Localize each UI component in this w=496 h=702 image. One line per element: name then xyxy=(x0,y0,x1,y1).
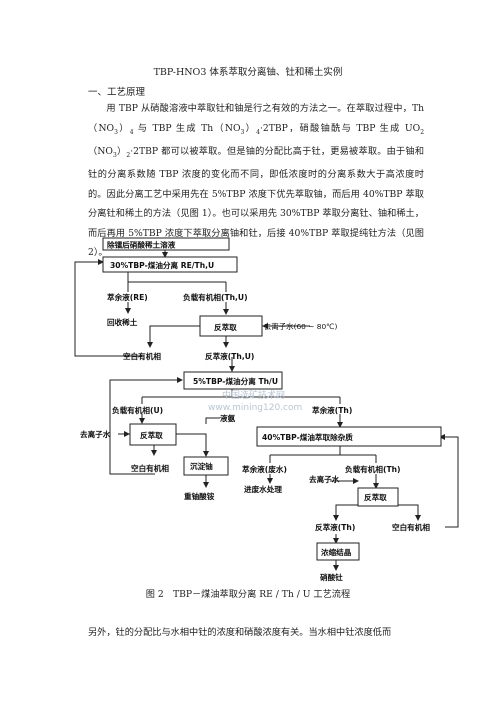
strip3-box xyxy=(357,487,399,507)
raffinate2-label: 萃余液(Th) xyxy=(312,405,352,415)
watermark-cn: 中国选矿技术网 xyxy=(222,389,285,401)
water3-label: 去离子水 xyxy=(309,474,340,484)
raffinate1-label: 萃余液(RE) xyxy=(107,292,148,302)
precip-label: 沉淀铀 xyxy=(190,461,213,471)
strip2-box xyxy=(129,423,177,446)
loaded-organic1-label: 负载有机相(Th,U) xyxy=(183,292,248,302)
stage1-label: 30%TBP-煤油分离 RE/Th,U xyxy=(110,260,214,270)
loaded-organic3-label: 负载有机相(Th) xyxy=(345,464,401,474)
strip2-label: 反萃取 xyxy=(140,430,163,440)
stage2-box xyxy=(183,371,283,390)
footer-paragraph: 另外，钍的分配比与水相中钍的浓度和硝酸浓度有关。当水相中钍浓度低而 xyxy=(88,627,392,638)
feed-box xyxy=(102,237,230,251)
blank-organic1-label: 空白有机相 xyxy=(123,351,161,361)
loaded-organic2-label: 负载有机相(U) xyxy=(112,405,163,415)
document-title: TBP-HNO3 体系萃取分离铀、钍和稀土实例 xyxy=(153,67,343,78)
adu-label: 重铀酸铵 xyxy=(184,491,215,501)
waste-treatment-label: 进废水处理 xyxy=(244,484,282,494)
stage2-label: 5%TBP-煤油分离 Th/U xyxy=(193,376,278,386)
watermark-url: www.mining120.com xyxy=(208,403,302,413)
water2-label: 去离子水 xyxy=(80,429,111,439)
recover-re-label: 回收稀土 xyxy=(107,317,138,327)
strip1-label: 反萃取 xyxy=(214,322,237,332)
process-principle-paragraph: 用 TBP 从硝酸溶液中萃取钍和铀是行之有效的方法之一。在萃取过程中，Th（NO… xyxy=(88,103,425,259)
stage1-box xyxy=(102,256,238,273)
blank-organic3-label: 空白有机相 xyxy=(392,522,430,532)
concentrate-label: 浓缩结晶 xyxy=(321,547,352,557)
figure-caption: 图 2 TBP－煤油萃取分离 RE / Th / U 工艺流程 xyxy=(145,589,351,600)
ammonia-label: 液氨 xyxy=(220,413,236,423)
precip-box xyxy=(183,456,229,476)
strip3-label: 反萃取 xyxy=(364,492,387,502)
raffinate3-label: 萃余液(废水) xyxy=(242,464,287,474)
stage3-box xyxy=(256,426,442,447)
flow-connectors xyxy=(74,250,459,571)
strip-liquor3-label: 反萃液(Th) xyxy=(315,522,355,532)
feed-label: 除镭后硝酸稀土溶液 xyxy=(107,240,176,250)
product-label: 硝酸钍 xyxy=(320,572,343,582)
strip1-box xyxy=(199,315,263,337)
water1-label: 去离子水(60 ~ 80℃) xyxy=(264,322,337,331)
section-heading: 一、工艺原理 xyxy=(88,87,146,98)
blank-organic2-label: 空白有机相 xyxy=(131,463,169,473)
strip-liquor1-label: 反萃液(Th,U) xyxy=(205,351,254,361)
stage3-label: 40%TBP-煤油萃取除杂质 xyxy=(262,432,353,442)
conc-box xyxy=(316,542,360,561)
